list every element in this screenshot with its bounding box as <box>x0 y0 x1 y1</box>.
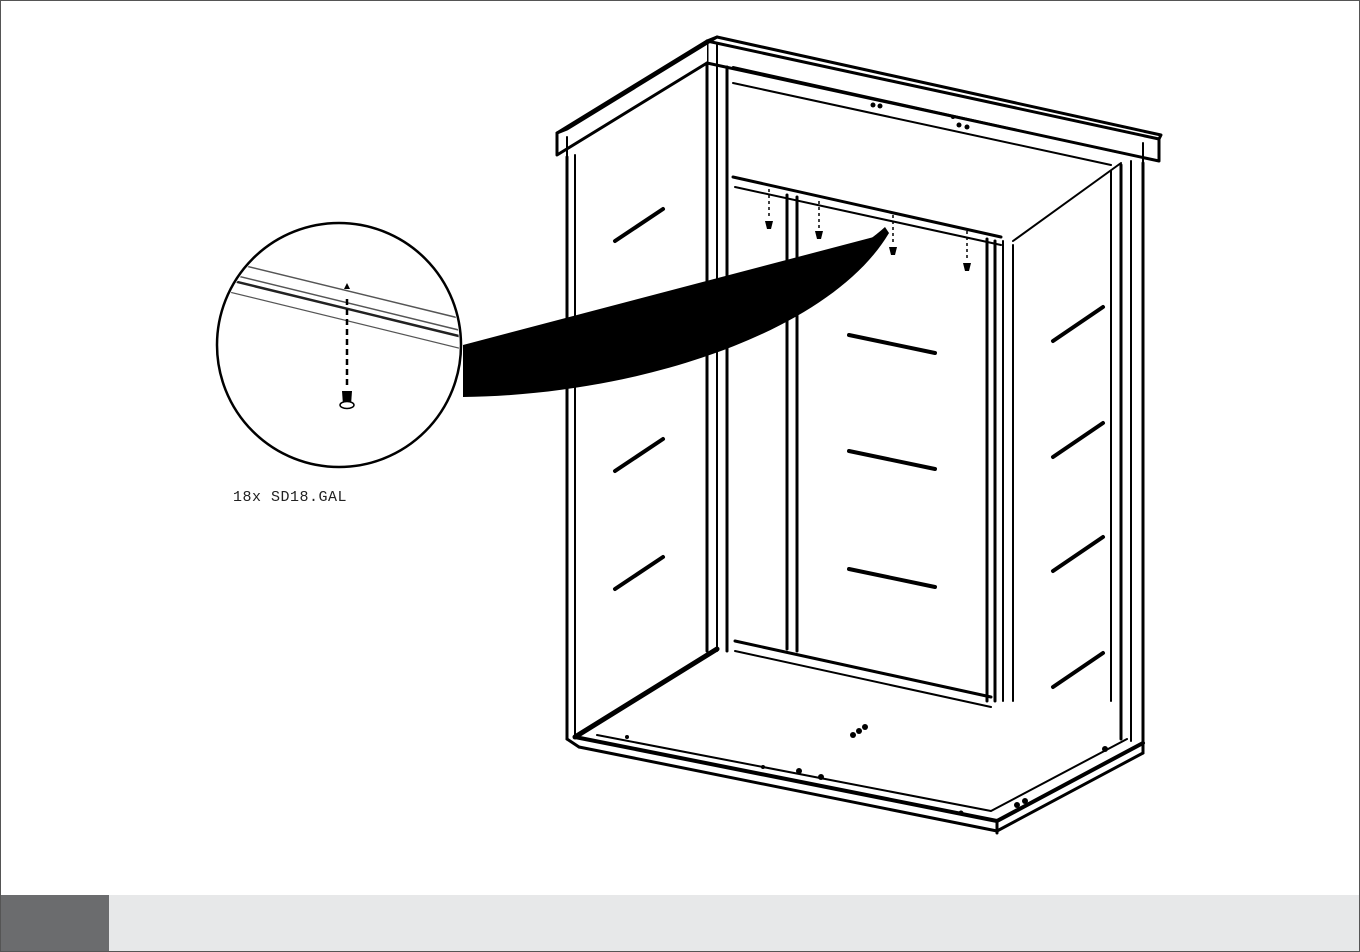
detail-magnifier <box>215 221 463 469</box>
floor-frame <box>565 734 1145 835</box>
assembly-drawing <box>215 35 1163 835</box>
back-wall-screws <box>765 189 971 271</box>
screw-detail-icon <box>339 283 355 410</box>
top-frame <box>555 35 1163 166</box>
rail-holes <box>625 102 1108 816</box>
footer-bar <box>1 895 1359 951</box>
back-wall-panel <box>731 175 1014 708</box>
left-wall-panel <box>565 61 729 741</box>
hardware-label: 18x SD18.GAL <box>233 489 348 506</box>
step-number-box <box>1 895 109 951</box>
right-wall-panel <box>1012 160 1145 745</box>
